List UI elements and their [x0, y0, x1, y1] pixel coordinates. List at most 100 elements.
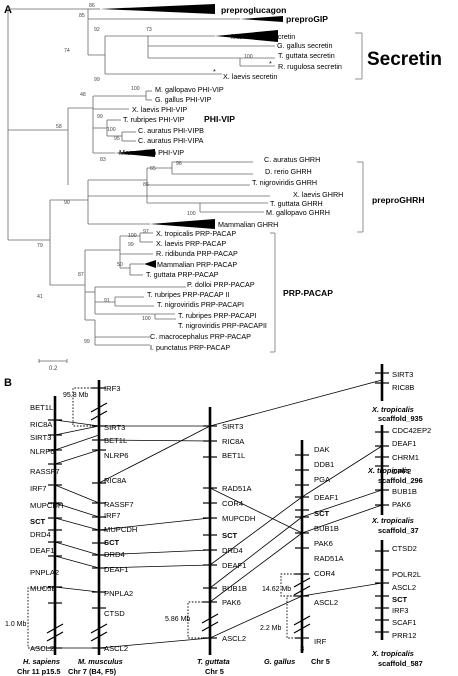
svg-text:NLRP6: NLRP6 — [30, 447, 54, 456]
svg-text:SCT: SCT — [314, 509, 330, 518]
svg-text:86: 86 — [143, 182, 149, 188]
svg-text:C. auratus PHI-VIPB: C. auratus PHI-VIPB — [138, 126, 204, 135]
svg-text:58: 58 — [56, 124, 62, 130]
svg-text:R. rugulosa secretin: R. rugulosa secretin — [278, 62, 342, 71]
svg-text:SCT: SCT — [104, 538, 120, 547]
svg-text:X. laevis PRP-PACAP: X. laevis PRP-PACAP — [156, 239, 226, 248]
ortholog-links — [54, 379, 383, 649]
svg-text:G. gallus secretin: G. gallus secretin — [277, 41, 333, 50]
svg-text:90: 90 — [64, 200, 70, 206]
svg-text:I. punctatus PRP-PACAP: I. punctatus PRP-PACAP — [150, 343, 230, 352]
svg-text:RASSF7: RASSF7 — [104, 500, 134, 509]
svg-text:ASCL2: ASCL2 — [314, 598, 338, 607]
svg-text:COR4: COR4 — [222, 499, 243, 508]
svg-text:CTSD2: CTSD2 — [392, 544, 417, 553]
svg-text:DEAF1: DEAF1 — [392, 439, 416, 448]
panel-b: B — [4, 364, 431, 676]
svg-text:RAD51A: RAD51A — [222, 484, 252, 493]
svg-text:IRF3: IRF3 — [104, 384, 120, 393]
preprogip-clade-triangle — [240, 16, 283, 22]
scaffold-935: SIRT3 RIC8B X. tropicalis scaffold_935 — [371, 364, 423, 423]
svg-text:PNPLA2: PNPLA2 — [104, 589, 133, 598]
mammalian-phi-vip-triangle — [115, 149, 155, 157]
svg-text:CTSD: CTSD — [104, 609, 125, 618]
scaffold-37: BUB1B PAK6 X. tropicalis scaffold_37 — [371, 487, 419, 535]
svg-text:scaffold_587: scaffold_587 — [378, 659, 423, 668]
svg-text:14.62 Mb: 14.62 Mb — [262, 586, 291, 593]
svg-text:X. tropicalis: X. tropicalis — [367, 466, 410, 475]
svg-text:Mammalian PRP-PACAP: Mammalian PRP-PACAP — [157, 260, 237, 269]
svg-text:99: 99 — [94, 77, 100, 83]
svg-text:COR4: COR4 — [314, 569, 335, 578]
mammalian-secretin-triangle — [215, 30, 278, 42]
svg-text:ASCL2: ASCL2 — [392, 583, 416, 592]
svg-text:ASCL2: ASCL2 — [104, 644, 128, 653]
svg-text:IRF3: IRF3 — [392, 606, 408, 615]
svg-text:Chr 7 (B4, F5): Chr 7 (B4, F5) — [68, 667, 117, 676]
svg-text:DAK: DAK — [314, 445, 330, 454]
svg-text:T. nigroviridis PRP-PACAPII: T. nigroviridis PRP-PACAPII — [178, 321, 267, 330]
svg-text:DRD4: DRD4 — [30, 530, 51, 539]
svg-text:CHRM1: CHRM1 — [392, 453, 419, 462]
svg-text:X. laevis secretin: X. laevis secretin — [223, 72, 277, 81]
svg-text:T. rubripes PRP-PACAP II: T. rubripes PRP-PACAP II — [147, 290, 229, 299]
svg-text:85: 85 — [79, 13, 85, 19]
panel-b-label: B — [4, 377, 12, 389]
svg-text:PAK6: PAK6 — [314, 539, 333, 548]
svg-text:NLRP6: NLRP6 — [104, 451, 128, 460]
group-prp-pacap: PRP-PACAP — [283, 288, 333, 298]
svg-text:PGA: PGA — [314, 475, 331, 484]
svg-text:T. guttata GHRH: T. guttata GHRH — [270, 199, 323, 208]
svg-text:CDC42EP2: CDC42EP2 — [392, 426, 431, 435]
svg-text:SIRT3: SIRT3 — [392, 370, 413, 379]
group-phi-vip: PHI-VIP — [204, 114, 235, 124]
svg-text:PNPLA2: PNPLA2 — [30, 568, 59, 577]
svg-text:BUB1B: BUB1B — [392, 487, 417, 496]
svg-text:IRF7: IRF7 — [30, 484, 46, 493]
svg-text:POLR2L: POLR2L — [392, 570, 421, 579]
svg-text:IRF7: IRF7 — [104, 511, 120, 520]
svg-text:X. tropicalis PRP-PACAP: X. tropicalis PRP-PACAP — [156, 229, 236, 238]
svg-text:T. nigroviridis PRP-PACAPI: T. nigroviridis PRP-PACAPI — [157, 300, 244, 309]
svg-text:91: 91 — [104, 298, 110, 304]
svg-text:DEAF1: DEAF1 — [104, 565, 128, 574]
scaffold-587: CTSD2 POLR2L ASCL2 SCT IRF3 SCAF1 PRR12 … — [371, 540, 423, 668]
svg-text:Chr 5: Chr 5 — [311, 657, 330, 666]
svg-text:scaffold_935: scaffold_935 — [378, 414, 423, 423]
svg-text:PRR12: PRR12 — [392, 631, 416, 640]
svg-text:SCT: SCT — [222, 531, 238, 540]
svg-text:T. guttata secretin: T. guttata secretin — [278, 51, 335, 60]
svg-text:SCT: SCT — [392, 595, 408, 604]
svg-text:MUPCDH: MUPCDH — [104, 525, 137, 534]
svg-text:T. rubripes PHI-VIP: T. rubripes PHI-VIP — [123, 115, 185, 124]
svg-text:BET1L: BET1L — [104, 436, 127, 445]
svg-text:T. guttata: T. guttata — [197, 657, 230, 666]
svg-text:DPF2: DPF2 — [392, 467, 411, 476]
svg-text:P. dolloi PRP-PACAP: P. dolloi PRP-PACAP — [187, 280, 255, 289]
svg-text:65: 65 — [150, 166, 156, 172]
svg-text:M. gallopavo GHRH: M. gallopavo GHRH — [266, 208, 330, 217]
svg-text:RIC8A: RIC8A — [30, 420, 53, 429]
svg-text:IRF: IRF — [314, 637, 327, 646]
svg-text:ASCL2: ASCL2 — [30, 644, 54, 653]
group-preprogip: preproGIP — [286, 14, 328, 24]
svg-text:97: 97 — [143, 229, 149, 235]
svg-text:BUB1B: BUB1B — [222, 584, 247, 593]
svg-text:100: 100 — [244, 54, 253, 60]
svg-text:DRD4: DRD4 — [222, 546, 243, 555]
svg-text:87: 87 — [78, 272, 84, 278]
svg-text:95.8 Mb: 95.8 Mb — [63, 392, 88, 399]
svg-text:BET1L: BET1L — [222, 451, 245, 460]
svg-text:BET1L: BET1L — [30, 403, 53, 412]
svg-text:DRD4: DRD4 — [104, 550, 125, 559]
svg-text:100: 100 — [107, 127, 116, 133]
svg-text:H. sapiens: H. sapiens — [23, 657, 60, 666]
svg-text:R. ridibunda PRP-PACAP: R. ridibunda PRP-PACAP — [156, 249, 238, 258]
mammalian-prp-pacap-triangle — [144, 260, 156, 268]
group-preproglucagon: preproglucagon — [221, 5, 286, 15]
svg-text:100: 100 — [142, 316, 151, 322]
svg-text:RASSF7: RASSF7 — [30, 467, 60, 476]
svg-text:1.0 Mb: 1.0 Mb — [5, 621, 27, 628]
svg-text:*: * — [269, 59, 272, 68]
